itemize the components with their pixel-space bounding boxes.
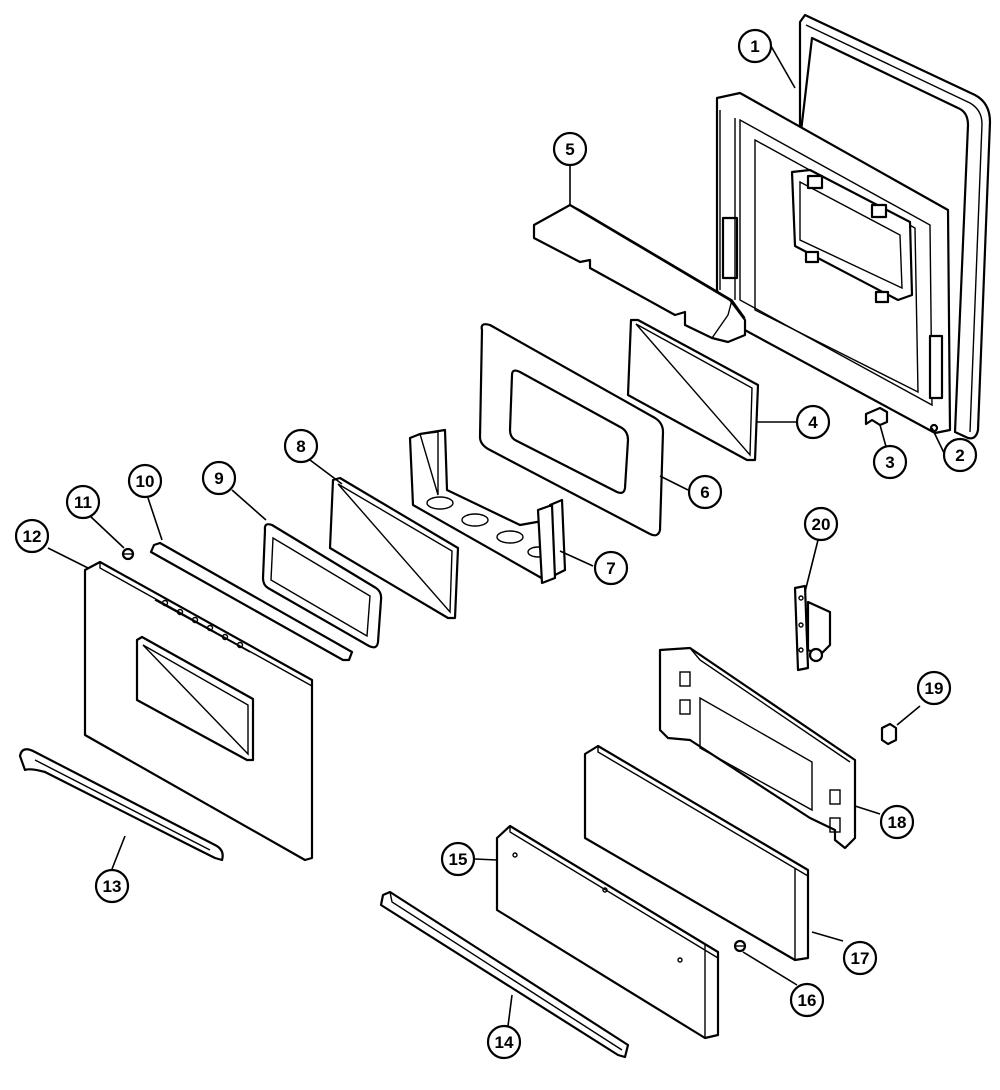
callout-3: 3 bbox=[872, 444, 908, 480]
part-11-screw bbox=[121, 547, 135, 561]
svg-text:8: 8 bbox=[296, 437, 305, 456]
callout-17: 17 bbox=[842, 940, 878, 976]
callout-18: 18 bbox=[879, 804, 915, 840]
callout-9: 9 bbox=[201, 460, 237, 496]
callout-6: 6 bbox=[687, 474, 723, 510]
svg-text:12: 12 bbox=[23, 527, 42, 546]
callout-2: 2 bbox=[942, 437, 978, 473]
callout-16: 16 bbox=[789, 982, 825, 1018]
part-14-trim-bar bbox=[379, 890, 630, 1059]
part-16-screw bbox=[733, 939, 747, 953]
callout-7: 7 bbox=[593, 550, 629, 586]
part-17-drawer-panel bbox=[583, 744, 810, 962]
callout-12: 12 bbox=[14, 518, 50, 554]
callout-1: 1 bbox=[737, 28, 773, 64]
callout-4: 4 bbox=[795, 404, 831, 440]
callout-15: 15 bbox=[440, 841, 476, 877]
svg-text:14: 14 bbox=[495, 1033, 514, 1052]
part-6-glass-frame bbox=[478, 323, 665, 537]
callout-13: 13 bbox=[94, 868, 130, 904]
part-18-drawer-bracket bbox=[658, 646, 857, 850]
svg-text:10: 10 bbox=[136, 472, 155, 491]
svg-text:19: 19 bbox=[925, 679, 944, 698]
part-9-glass-gasket bbox=[261, 523, 383, 649]
svg-text:1: 1 bbox=[750, 37, 759, 56]
svg-text:5: 5 bbox=[565, 140, 574, 159]
callout-8: 8 bbox=[283, 428, 319, 464]
svg-text:20: 20 bbox=[812, 515, 831, 534]
part-12-outer-door bbox=[83, 560, 314, 862]
part-4-inner-glass bbox=[626, 318, 760, 462]
part-1-door-gasket bbox=[798, 13, 992, 440]
svg-text:16: 16 bbox=[798, 991, 817, 1010]
part-2-door-liner bbox=[715, 91, 952, 435]
svg-text:11: 11 bbox=[74, 493, 92, 512]
callout-10: 10 bbox=[127, 463, 163, 499]
svg-text:9: 9 bbox=[214, 469, 223, 488]
part-10-trim-strip bbox=[149, 541, 354, 662]
svg-text:2: 2 bbox=[955, 446, 964, 465]
part-19-clip bbox=[880, 722, 898, 746]
svg-text:13: 13 bbox=[103, 877, 122, 896]
svg-text:4: 4 bbox=[808, 413, 818, 432]
leader-lines bbox=[47, 45, 946, 1027]
svg-text:17: 17 bbox=[851, 949, 870, 968]
callout-14: 14 bbox=[486, 1024, 522, 1060]
part-20-hinge bbox=[793, 584, 832, 672]
callout-11: 11 bbox=[65, 484, 101, 520]
svg-text:18: 18 bbox=[888, 813, 907, 832]
part-8-outer-glass bbox=[328, 476, 460, 620]
svg-text:6: 6 bbox=[700, 483, 709, 502]
part-13-door-handle bbox=[18, 748, 224, 862]
callout-20: 20 bbox=[803, 506, 839, 542]
part-5-vent-baffle bbox=[532, 203, 747, 344]
svg-text:15: 15 bbox=[449, 850, 468, 869]
callout-19: 19 bbox=[916, 670, 952, 706]
svg-text:7: 7 bbox=[606, 559, 615, 578]
part-15-drawer-front bbox=[495, 824, 720, 1040]
part-7-bracket bbox=[408, 428, 567, 585]
svg-text:3: 3 bbox=[885, 453, 894, 472]
callout-5: 5 bbox=[552, 131, 588, 167]
part-3-clip bbox=[864, 406, 889, 427]
